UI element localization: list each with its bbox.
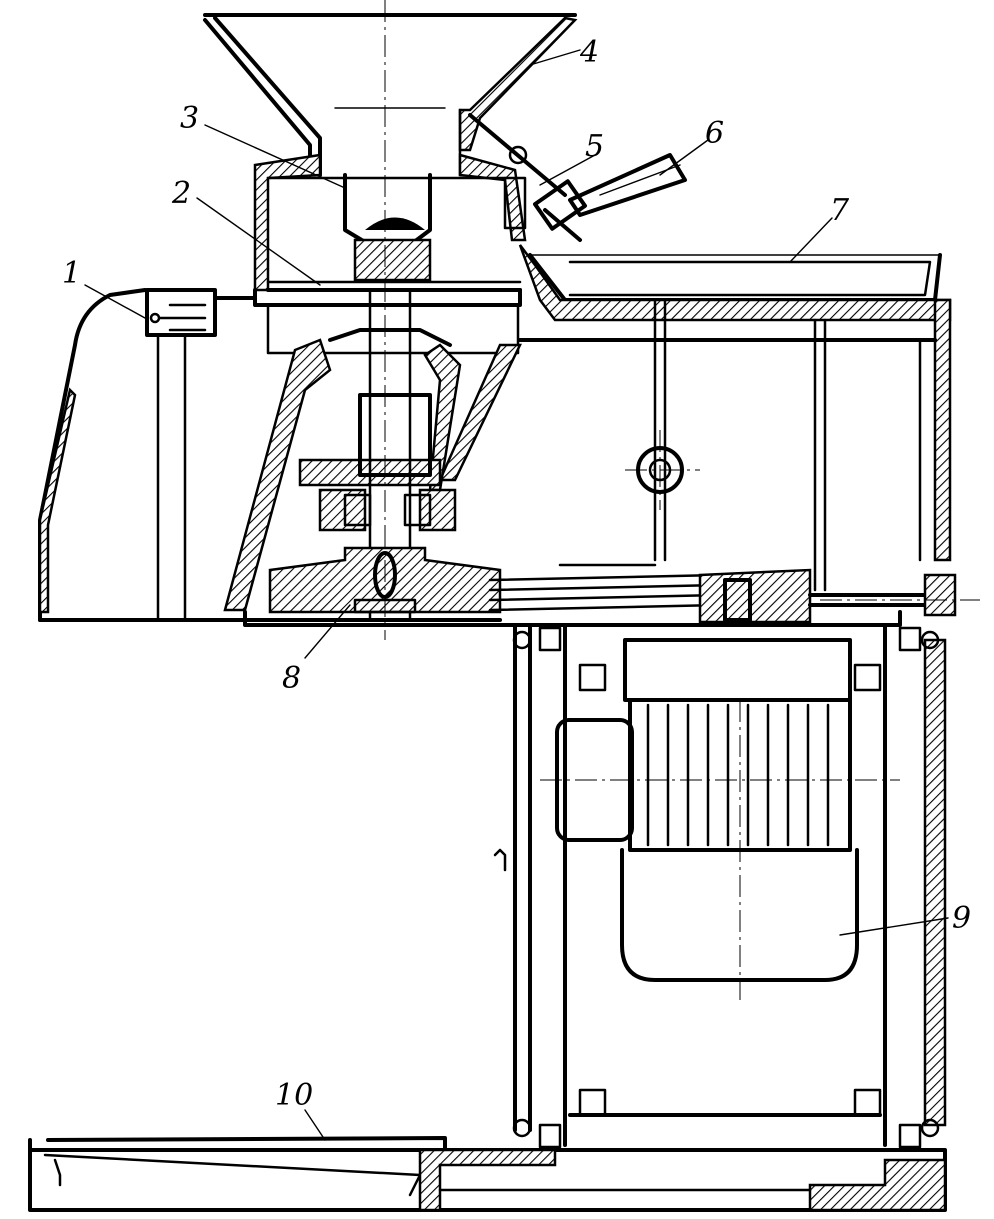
callout-7: 7	[830, 193, 850, 228]
callout-5: 5	[585, 129, 604, 164]
callout-2: 2	[171, 176, 191, 211]
discharge-tray	[528, 253, 942, 302]
grating-disc	[253, 217, 522, 355]
electric-motor	[540, 638, 900, 1117]
callout-1: 1	[62, 256, 81, 291]
side-cover	[38, 288, 257, 622]
base-frame	[28, 1136, 947, 1212]
callout-9: 9	[952, 901, 971, 936]
motor-cabinet	[493, 623, 947, 1149]
callout-10: 10	[275, 1078, 313, 1113]
callout-3: 3	[180, 101, 199, 136]
callout-8: 8	[282, 661, 301, 696]
bearing-housing	[223, 288, 462, 622]
leader-lines	[84, 49, 949, 1141]
callout-4: 4	[579, 35, 599, 70]
belt-drive	[488, 563, 980, 624]
motor-cooling-fins	[646, 703, 830, 847]
machine-frame	[438, 244, 952, 592]
hopper	[203, 13, 578, 177]
callout-6: 6	[705, 116, 724, 151]
